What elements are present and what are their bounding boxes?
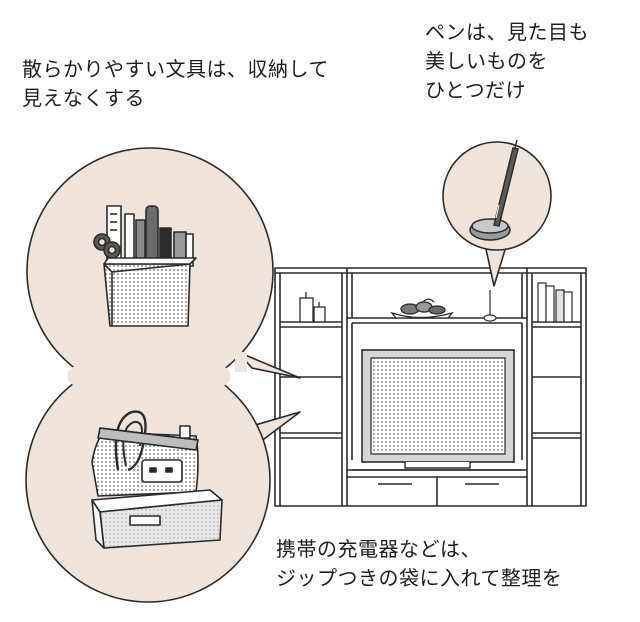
stationery-caption: 散らかりやすい文具は、収納して 見えなくする [22, 57, 329, 110]
tv-icon [352, 349, 522, 471]
charger-caption: 携帯の充電器などは、 ジップつきの袋に入れて整理を [276, 537, 563, 590]
small-pen-icon [483, 290, 497, 322]
charger-bag-icon [91, 410, 199, 497]
pen-caption: ペンは、見た目も 美しいものを ひとつだけ [425, 20, 589, 102]
pen-stand-icon [469, 139, 519, 241]
storage-box-icon [91, 489, 223, 549]
pen-callout [442, 141, 552, 287]
candles-icon [299, 292, 326, 323]
books-icon [537, 282, 573, 323]
stationery-cup-icon [93, 205, 197, 327]
fruit-bowl-icon [390, 298, 454, 319]
